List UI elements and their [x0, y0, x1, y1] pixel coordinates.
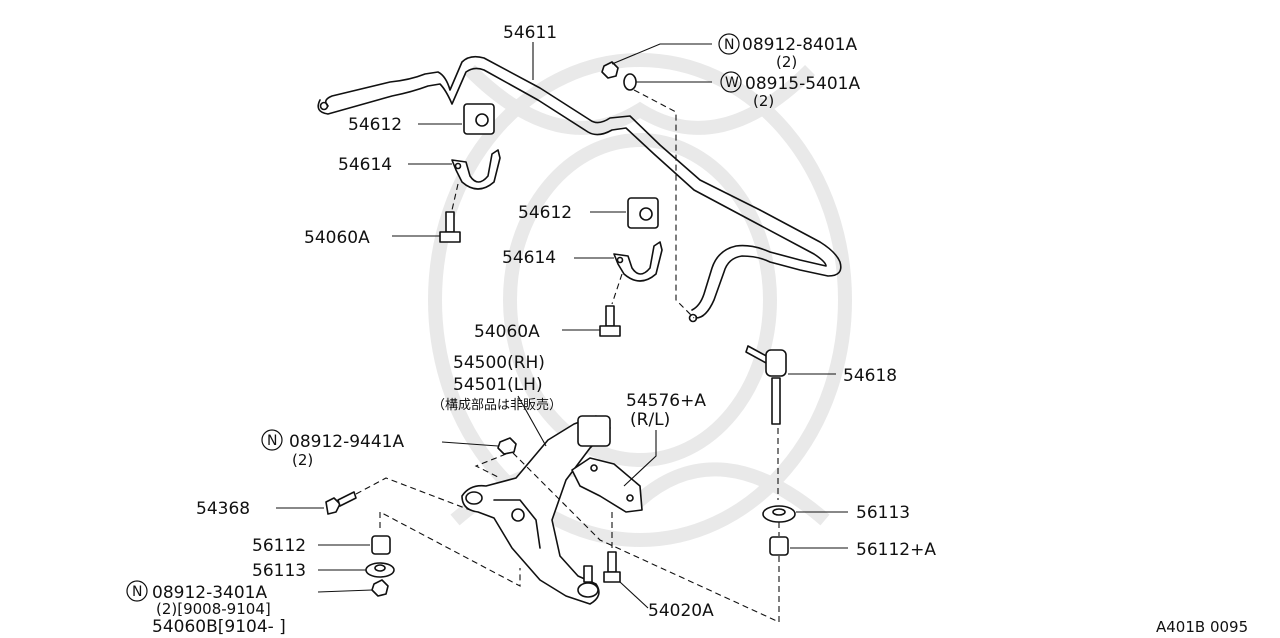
clamp-54614-a: [451, 149, 501, 190]
label-08912-3401A: 08912-3401A: [152, 583, 267, 603]
nut-08912-3401A: [371, 579, 389, 597]
stabilizer-link-54618: [745, 345, 787, 425]
label-08912-8401A: 08912-8401A: [742, 35, 857, 55]
label-54368: 54368: [196, 499, 250, 519]
bushing-54612-b: [627, 197, 659, 229]
watermark-emblem: [428, 53, 852, 547]
label-56113: 56113: [252, 561, 306, 581]
bolt-54020A: [603, 551, 621, 583]
label-54611: 54611: [503, 23, 557, 43]
label-56113-right: 56113: [856, 503, 910, 523]
n-circle-letter: N: [132, 584, 142, 600]
n-circle-icon: [126, 580, 148, 602]
insulator-56113-left: [365, 562, 395, 578]
nut-08912-9441A: [497, 437, 517, 455]
clamp-54614-b: [613, 241, 663, 282]
label-54614-a: 54614: [338, 155, 392, 175]
bolt-54368: [325, 491, 357, 515]
label-qty-washer-top: (2): [753, 92, 774, 110]
part-labels: 54611 08912-8401A (2) 08915-5401A (2) 54…: [152, 23, 1248, 637]
label-54612-a: 54612: [348, 115, 402, 135]
nut-08912-8401A: [601, 61, 619, 79]
label-08912-9441A: 08912-9441A: [289, 432, 404, 452]
label-qty-nut-mid: (2): [292, 451, 313, 469]
insulator-56113-right: [762, 505, 796, 523]
stabilizer-bar: [317, 55, 842, 323]
circle-symbols: N W N N: [126, 33, 742, 602]
label-56112A-right: 56112+A: [856, 540, 936, 560]
label-56112: 56112: [252, 536, 306, 556]
bushing-56112A-right: [769, 536, 789, 556]
label-qty-nut-top: (2): [776, 53, 797, 71]
leader-lines: [276, 42, 848, 609]
label-54618: 54618: [843, 366, 897, 386]
bolt-54060A-b: [599, 305, 621, 337]
label-08915-5401A: 08915-5401A: [745, 74, 860, 94]
label-54614-b: 54614: [502, 248, 556, 268]
n-circle-icon: [261, 429, 283, 451]
label-54576A: 54576+A: [626, 391, 706, 411]
label-not-sold-note: （構成部品は非販売）: [432, 397, 562, 413]
bushing-56112-left: [371, 535, 391, 555]
bushing-54612-a: [463, 103, 495, 135]
label-54501-lh: 54501(LH): [453, 375, 543, 395]
w-circle-icon: [720, 71, 742, 93]
label-54612-b: 54612: [518, 203, 572, 223]
label-54060A-b: 54060A: [474, 322, 540, 342]
label-54576A-side: (R/L): [630, 410, 670, 430]
label-54020A: 54020A: [648, 601, 714, 621]
washer-08915-5401A: [623, 73, 637, 91]
label-54500-rh: 54500(RH): [453, 353, 545, 373]
diagram-code: A401B 0095: [1156, 618, 1248, 636]
label-qty-dates: (2)[9008-9104]: [156, 600, 271, 618]
label-54060A-a: 54060A: [304, 228, 370, 248]
n-circle-letter: N: [724, 37, 734, 53]
bracket-54576A: [571, 457, 643, 513]
w-circle-letter: W: [725, 75, 739, 91]
ball-joint: [577, 565, 599, 598]
assembly-lines: [355, 89, 780, 623]
n-circle-letter: N: [267, 433, 277, 449]
label-54060B: 54060B[9104- ]: [152, 617, 286, 637]
n-circle-icon: [718, 33, 740, 55]
bolt-54060A-a: [439, 211, 461, 243]
